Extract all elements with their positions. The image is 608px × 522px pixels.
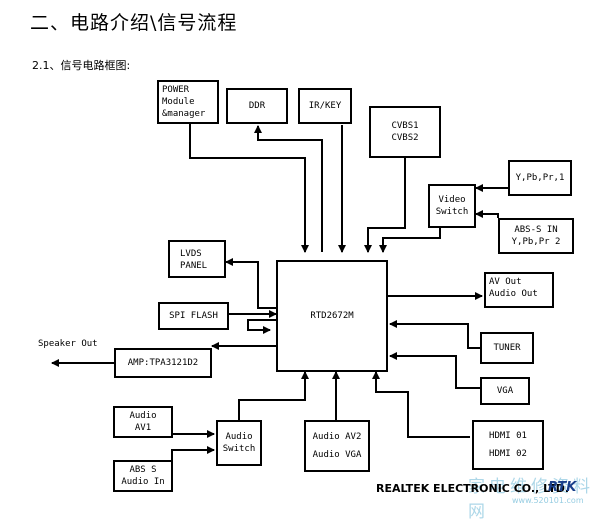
- wire-rtd-spiflash: [247, 319, 276, 334]
- wire-cvbs-rtd: [364, 158, 406, 253]
- wire-videoswitch-rtd: [379, 228, 441, 253]
- audio-switch-line-2: Switch: [222, 444, 256, 454]
- lvds-panel-block: LVDS PANEL: [168, 240, 226, 278]
- video-switch-line-2: Switch: [435, 207, 469, 217]
- av-out-block: AV Out Audio Out: [484, 272, 554, 308]
- av-out-line-1: AV Out: [489, 277, 522, 287]
- rtd2672m-label: RTD2672M: [310, 311, 354, 321]
- power-line-3: &manager: [162, 109, 206, 119]
- ypbpr1-label: Y,Pb,Pr,1: [515, 173, 565, 183]
- spi-flash-block: SPI FLASH: [158, 302, 229, 330]
- power-module-block: POWER Module &manager: [157, 80, 219, 124]
- amp-block: AMP:TPA3121D2: [114, 348, 212, 378]
- amp-label: AMP:TPA3121D2: [127, 358, 199, 368]
- tuner-block: TUNER: [480, 332, 534, 364]
- cvbs-block: CVBS1 CVBS2: [369, 106, 441, 158]
- audio-av2-label: Audio AV2: [312, 432, 362, 442]
- audio-av1-block: Audio AV1: [113, 406, 173, 438]
- rtd2672m-chip: RTD2672M: [276, 260, 388, 372]
- page-title: 二、电路介绍\信号流程: [30, 12, 238, 34]
- ddr-block: DDR: [226, 88, 288, 124]
- wire-tuner-rtd: [389, 320, 480, 349]
- cvbs-line-1: CVBS1: [391, 121, 419, 131]
- watermark-url: www.520101.com: [512, 496, 584, 505]
- power-line-2: Module: [162, 97, 195, 107]
- wire-rtd-lvds: [225, 258, 276, 309]
- abs-s-audio-line-2: Audio In: [121, 477, 165, 487]
- vga-block: VGA: [480, 377, 530, 405]
- section-subtitle: 2.1、信号电路框图:: [32, 59, 131, 72]
- video-switch-line-1: Video: [438, 195, 466, 205]
- wire-power-rtd: [189, 124, 309, 253]
- tuner-label: TUNER: [493, 343, 521, 353]
- lvds-line-2: PANEL: [180, 261, 208, 271]
- wire-av1-aswitch: [171, 420, 215, 438]
- hdmi-02-label: HDMI 02: [489, 449, 527, 459]
- irkey-block: IR/KEY: [298, 88, 352, 124]
- realtek-logo: RTK: [548, 480, 577, 495]
- abs-s-in-line-1: ABS-S IN: [514, 225, 558, 235]
- wire-aswitch-rtd: [238, 371, 309, 420]
- abs-s-audio-block: ABS S Audio In: [113, 460, 173, 492]
- spi-flash-label: SPI FLASH: [169, 311, 218, 321]
- ypbpr1-block: Y,Pb,Pr,1: [508, 160, 572, 196]
- speaker-out-label: Speaker Out: [38, 339, 98, 349]
- audio-vga-label: Audio VGA: [312, 450, 362, 460]
- av-out-line-2: Audio Out: [489, 289, 538, 299]
- power-line-1: POWER: [162, 85, 190, 95]
- cvbs-line-2: CVBS2: [391, 133, 419, 143]
- lvds-line-1: LVDS: [180, 249, 202, 259]
- wire-hdmi-rtd: [372, 371, 470, 438]
- abs-s-in-block: ABS-S IN Y,Pb,Pr 2: [498, 218, 574, 254]
- ddr-label: DDR: [248, 101, 266, 111]
- audio-av1-line-1: Audio: [129, 411, 157, 421]
- wire-vga-rtd: [389, 352, 480, 389]
- wire-ddr-rtd: [254, 125, 323, 252]
- audio-av2-vga-block: Audio AV2 Audio VGA: [304, 420, 370, 472]
- audio-switch-block: Audio Switch: [216, 420, 262, 466]
- video-switch-block: Video Switch: [428, 184, 476, 228]
- abs-s-in-line-2: Y,Pb,Pr 2: [511, 237, 561, 247]
- audio-switch-line-1: Audio: [225, 432, 253, 442]
- footer-company: REALTEK ELECTRONIC CO., LTD.: [376, 482, 570, 495]
- wire-absaudio-aswitch: [171, 446, 215, 476]
- vga-label: VGA: [496, 386, 514, 396]
- hdmi-01-label: HDMI 01: [489, 431, 527, 441]
- abs-s-audio-line-1: ABS S: [129, 465, 157, 475]
- irkey-label: IR/KEY: [308, 101, 342, 111]
- hdmi-block: HDMI 01 HDMI 02: [472, 420, 544, 470]
- wire-abss-vswitch: [475, 210, 499, 218]
- audio-av1-line-2: AV1: [134, 423, 152, 433]
